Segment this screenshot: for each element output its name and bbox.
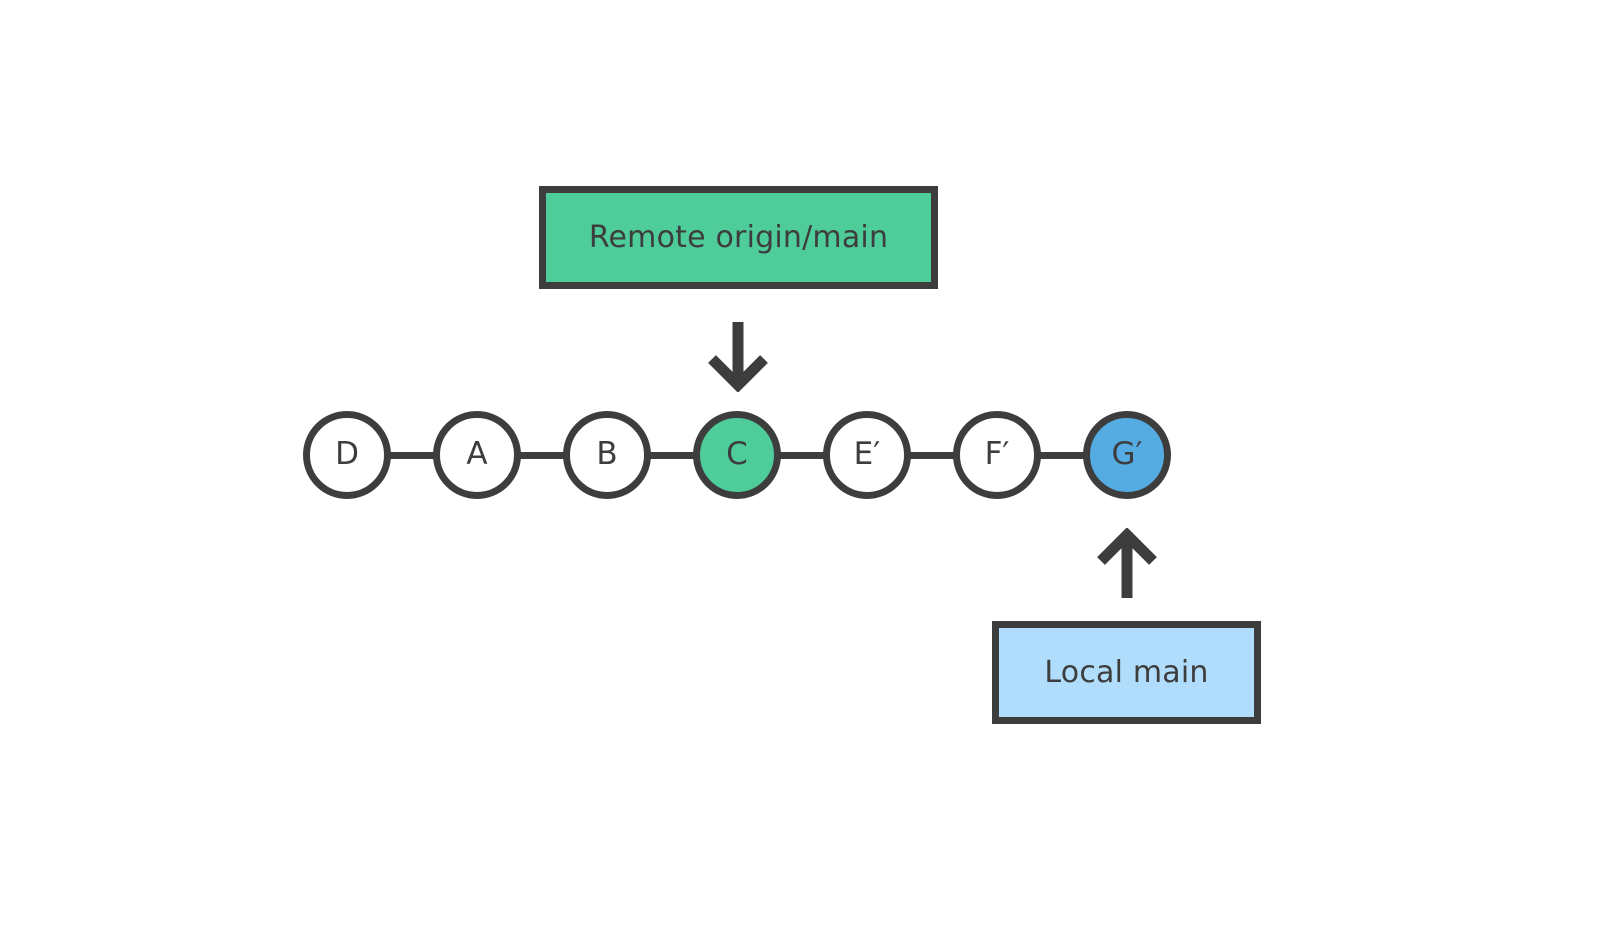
- commit-node-d[interactable]: D: [303, 411, 391, 499]
- commit-node-g-prime-label: G′: [1111, 435, 1143, 472]
- commit-node-f-prime-label: F′: [984, 435, 1010, 472]
- local-pointer-arrow-up: [1097, 528, 1157, 598]
- commit-connector-a-b: [516, 452, 580, 459]
- commit-node-f-prime[interactable]: F′: [953, 411, 1041, 499]
- local-branch-label-box: Local main: [992, 621, 1261, 724]
- commit-node-b-label: B: [596, 435, 618, 472]
- commit-connector-b-c: [646, 452, 710, 459]
- commit-node-a-label: A: [466, 435, 488, 472]
- remote-branch-label-box: Remote origin/main: [539, 186, 938, 289]
- commit-node-e-prime-label: E′: [853, 435, 881, 472]
- commit-connector-d-a: [386, 452, 450, 459]
- commit-node-b[interactable]: B: [563, 411, 651, 499]
- remote-branch-label-text: Remote origin/main: [588, 220, 889, 255]
- remote-pointer-arrow-down: [708, 322, 768, 392]
- local-branch-label-text: Local main: [1044, 655, 1209, 690]
- commit-node-c-label: C: [726, 435, 748, 472]
- commit-node-c[interactable]: C: [693, 411, 781, 499]
- commit-node-e-prime[interactable]: E′: [823, 411, 911, 499]
- commit-connector-f-g: [1036, 452, 1100, 459]
- commit-connector-c-e: [776, 452, 840, 459]
- commit-connector-e-f: [906, 452, 970, 459]
- commit-node-d-label: D: [335, 435, 359, 472]
- commit-node-g-prime[interactable]: G′: [1083, 411, 1171, 499]
- commit-node-a[interactable]: A: [433, 411, 521, 499]
